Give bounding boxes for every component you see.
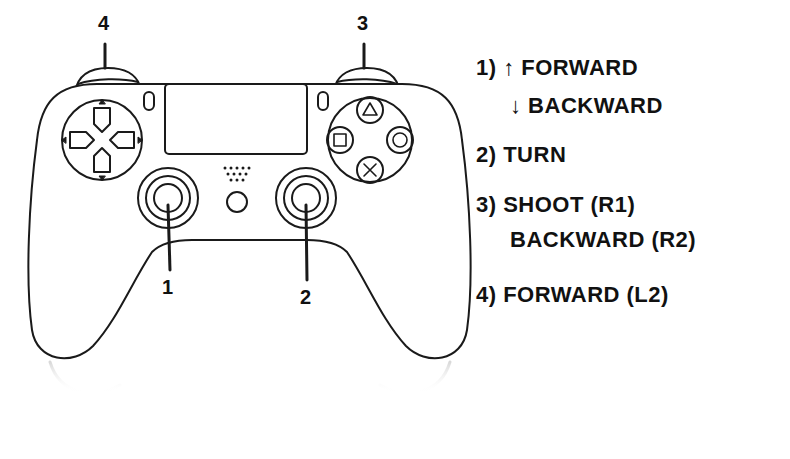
- callout-number: 1: [162, 276, 173, 298]
- ps-button: [227, 192, 247, 212]
- square-button: [327, 127, 353, 153]
- mapping-note: 2) TURN: [476, 143, 566, 167]
- mapping-note: ↓ BACKWARD: [510, 94, 663, 118]
- touchpad: [165, 84, 307, 154]
- dpad-down: [94, 148, 110, 172]
- face-well: [328, 98, 412, 182]
- dpad-up: [94, 108, 110, 132]
- options-button: [318, 92, 328, 110]
- cross-button: [357, 157, 383, 183]
- callout-number: 2: [300, 286, 311, 308]
- cross-symbol: [364, 164, 376, 176]
- speaker-grille: [224, 167, 251, 182]
- callout-number: 3: [357, 12, 368, 34]
- callout-number: 4: [98, 12, 109, 34]
- dpad-left: [70, 132, 94, 148]
- leader-line: [363, 44, 366, 68]
- mapping-note: 4) FORWARD (L2): [476, 283, 669, 307]
- reflection: [50, 362, 120, 393]
- leader-line: [104, 44, 107, 68]
- reflection: [380, 362, 450, 393]
- mapping-note: 1) ↑ FORWARD: [476, 56, 638, 80]
- mapping-note: 3) SHOOT (R1): [476, 193, 635, 217]
- circle-button: [387, 127, 413, 153]
- square-symbol: [334, 134, 346, 146]
- leader-line: [306, 205, 307, 280]
- leader-line: [168, 205, 170, 270]
- triangle-button: [357, 97, 383, 123]
- triangle-symbol: [363, 103, 377, 115]
- mapping-note: BACKWARD (R2): [510, 228, 696, 252]
- share-button: [144, 92, 154, 110]
- dpad-well: [62, 100, 142, 180]
- dpad-arrows: [62, 100, 142, 180]
- controller-body: [28, 84, 470, 358]
- circle-symbol: [393, 133, 407, 147]
- dpad-right: [110, 132, 134, 148]
